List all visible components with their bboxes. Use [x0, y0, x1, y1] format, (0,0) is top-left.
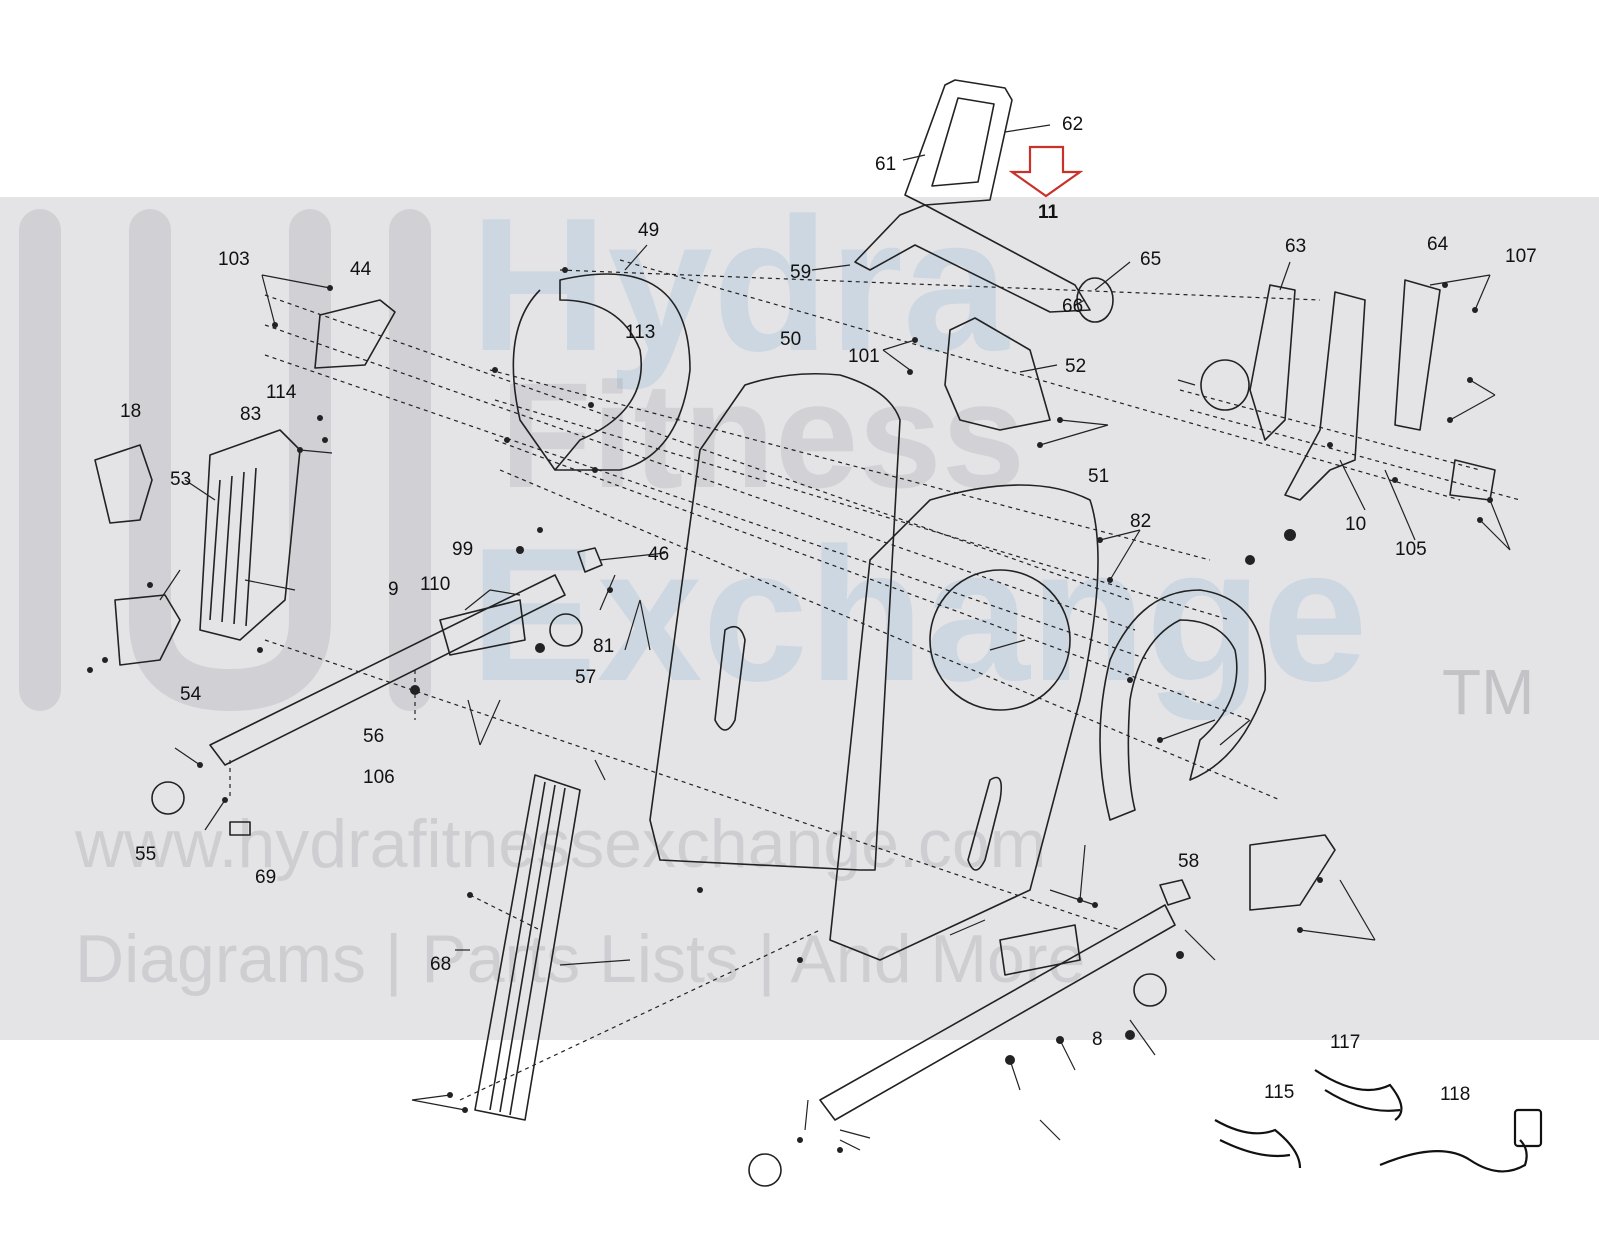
assembly-guide-lines	[229, 259, 1521, 1101]
leveler-55-left	[151, 781, 185, 815]
callout-label-83: 83	[240, 404, 261, 425]
callout-label-55: 55	[135, 844, 156, 865]
callout-label-50: 50	[780, 329, 801, 350]
wheel-cover-54	[114, 594, 181, 666]
watermark-line-fitness: Fitness	[500, 351, 1026, 519]
wheel-57-right	[1133, 973, 1167, 1007]
left-shroud-50	[649, 372, 901, 871]
pedal-44-top	[314, 299, 396, 369]
callout-label-81: 81	[593, 636, 614, 657]
end-cap-46	[577, 547, 603, 573]
cup-holder-18	[94, 444, 153, 524]
callout-label-54: 54	[180, 684, 202, 705]
callout-label-106: 106	[363, 767, 395, 788]
callout-label-59: 59	[790, 262, 811, 283]
callout-label-11: 11	[1038, 202, 1059, 223]
callout-label-18: 18	[120, 401, 141, 422]
leveler-55-right	[748, 1153, 782, 1187]
cable-115	[1214, 1119, 1302, 1169]
rear-disc-cover-49-inner	[512, 289, 556, 471]
side-panel-53	[199, 429, 301, 641]
rail-68	[474, 774, 581, 1121]
callout-label-56: 56	[363, 726, 384, 747]
callout-label-44: 44	[350, 259, 372, 280]
callout-label-58: 58	[1178, 851, 1199, 872]
pivot-cap-66-right	[1449, 459, 1496, 501]
callout-labels: 61 62 11 59 65 66 49 103 44 113 50 101 5…	[120, 114, 1537, 1105]
left-shroud-50-window	[714, 625, 746, 731]
callout-label-117: 117	[1330, 1032, 1360, 1053]
right-shroud-51-bore	[929, 569, 1071, 711]
watermark-band	[0, 197, 1599, 1040]
callout-label-69: 69	[255, 867, 276, 888]
callout-label-118: 118	[1440, 1084, 1470, 1105]
front-cover-52	[944, 317, 1051, 431]
callout-label-82: 82	[1130, 511, 1151, 532]
handlebar-grip-61-62	[904, 79, 1013, 206]
callout-label-65: 65	[1140, 249, 1161, 270]
callout-label-64: 64	[1427, 234, 1449, 255]
callout-label-110: 110	[420, 574, 450, 595]
wheel-57-left	[549, 613, 583, 647]
upper-handle-tube-11	[854, 204, 1091, 313]
side-panel-53-ribs	[209, 467, 257, 627]
watermark-trademark: TM	[1442, 656, 1535, 728]
bushing-65-66	[1076, 277, 1114, 323]
watermark-line-exchange: Exchange	[470, 509, 1368, 721]
callout-label-103: 103	[218, 249, 250, 270]
callout-label-8: 8	[1092, 1029, 1103, 1050]
callout-label-52: 52	[1065, 356, 1086, 377]
bracket-110-right	[999, 924, 1081, 976]
callout-label-57: 57	[575, 667, 596, 688]
front-stabilizer-9	[209, 574, 566, 766]
callout-leader-lines	[159, 124, 1511, 1151]
right-shroud-51-window	[967, 776, 1003, 871]
callout-label-115: 115	[1264, 1082, 1294, 1103]
callout-label-9: 9	[388, 579, 399, 600]
right-arm-63	[1249, 284, 1296, 441]
arm-grip-64	[1394, 279, 1441, 431]
watermark-h-logo	[19, 209, 431, 712]
watermark-url: www.hydrafitnessexchange.com	[75, 806, 1047, 882]
callout-label-113: 113	[625, 322, 655, 343]
handlebar-grip-insert	[931, 97, 995, 187]
callout-label-53: 53	[170, 469, 191, 490]
callout-label-61: 61	[875, 154, 896, 175]
end-cap-58	[1159, 879, 1191, 906]
watermark-tagline: Diagrams | Parts Lists | And More	[75, 921, 1086, 997]
callout-label-99: 99	[452, 539, 473, 560]
cable-117	[1314, 1069, 1403, 1121]
cables-and-adapter	[1214, 1069, 1543, 1173]
fastener-dots	[87, 267, 1493, 1153]
pedal-44-bottom	[1249, 834, 1336, 911]
callout-label-105: 105	[1395, 539, 1427, 560]
callout-label-107: 107	[1505, 246, 1537, 267]
power-adapter-118	[1513, 1108, 1543, 1148]
bushing-65-right	[1200, 359, 1250, 411]
power-adapter-cable-118	[1379, 1139, 1528, 1173]
callout-label-51: 51	[1088, 466, 1109, 487]
callout-label-63: 63	[1285, 236, 1306, 257]
highlight-arrow	[1008, 145, 1084, 198]
callout-label-62: 62	[1062, 114, 1083, 135]
rear-disc-cover-49	[554, 273, 691, 471]
foot-69-left	[229, 821, 251, 836]
front-disc-cover-49	[1099, 589, 1267, 821]
right-arm-10	[1284, 291, 1366, 501]
bracket-110-left	[439, 599, 526, 656]
callout-label-46: 46	[648, 544, 669, 565]
callout-label-49: 49	[638, 220, 659, 241]
callout-label-66: 66	[1062, 296, 1083, 317]
rail-68-ribs	[489, 781, 566, 1116]
callout-label-10: 10	[1345, 514, 1366, 535]
callout-label-68: 68	[430, 954, 451, 975]
callout-label-114: 114	[266, 382, 297, 403]
right-shroud-51	[829, 484, 1099, 961]
callout-label-101: 101	[848, 346, 880, 367]
rear-stabilizer-8	[819, 904, 1176, 1121]
